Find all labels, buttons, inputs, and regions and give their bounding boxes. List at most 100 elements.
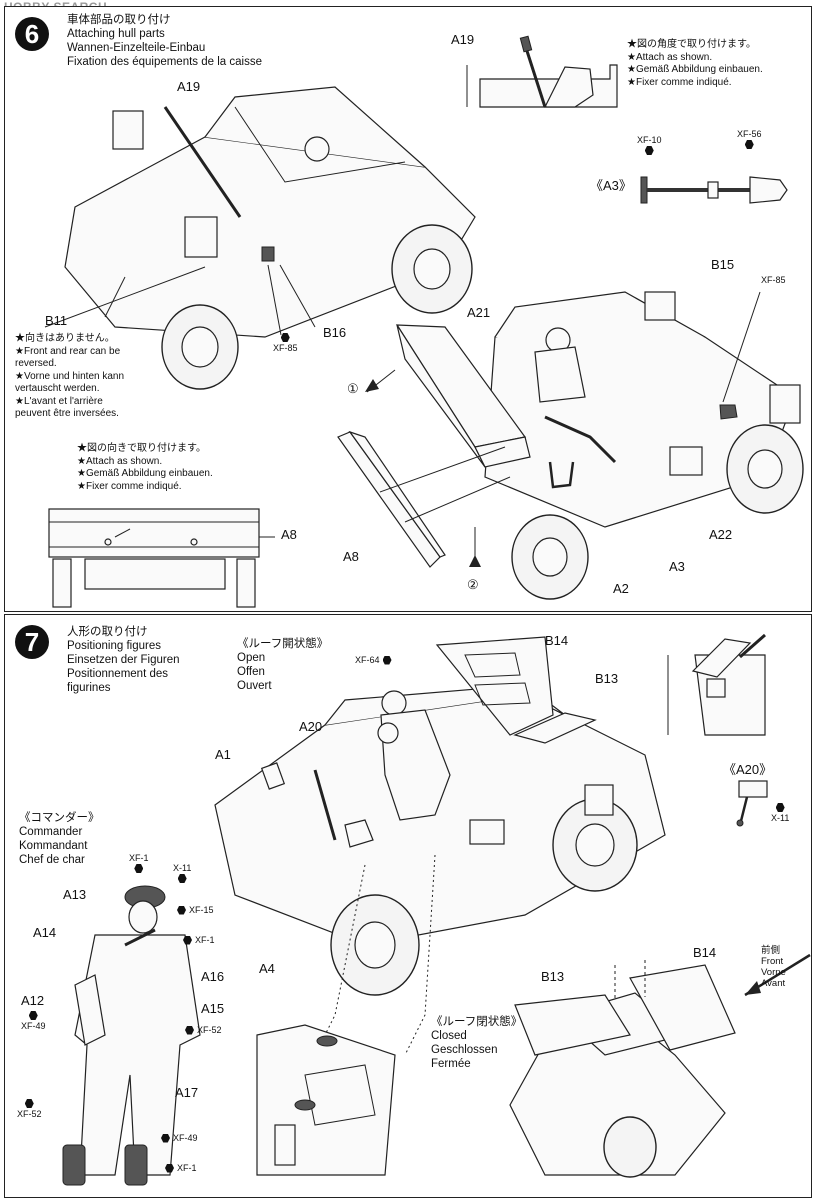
note-direction-fr: ★Fixer comme indiqué. <box>77 480 182 492</box>
subtitle-a20: 《A20》 <box>723 762 773 777</box>
paint-xf85-b15: XF-85 <box>761 275 786 285</box>
front-label-jp: 前側 <box>761 945 781 956</box>
step7-title-fr: Positionnement des <box>67 668 169 680</box>
commander-figure-drawing <box>62 885 201 1186</box>
paint-xf10-label: XF-10 <box>637 135 662 145</box>
paint-x11-a20: X-11 <box>771 803 789 823</box>
a3-bracket-drawing <box>548 461 575 489</box>
paint-xf52-label: XF-52 <box>197 1025 222 1035</box>
paint-hex-icon <box>280 333 290 342</box>
paint-xf85-b16: XF-85 <box>273 333 298 353</box>
note-angle-de: ★Gemäß Abbildung einbauen. <box>627 64 763 75</box>
label-a16: A16 <box>201 969 225 984</box>
label-a15: A15 <box>201 1001 225 1016</box>
a8-fender-drawing <box>337 430 511 568</box>
paint-hex-icon <box>165 1163 174 1173</box>
paint-hex-icon <box>744 140 754 149</box>
paint-xf52-boot: XF-52 <box>17 1099 42 1119</box>
step7-title: 人形の取り付け Positioning figures Einsetzen de… <box>67 625 180 695</box>
paint-x11-label: X-11 <box>173 863 192 873</box>
label-b16: B16 <box>323 325 347 340</box>
paint-xf56: XF-56 <box>737 129 762 149</box>
label-a4: A4 <box>259 961 275 976</box>
note-reverse-line: ★向きはありません。 <box>15 333 115 344</box>
label-a12: A12 <box>21 993 45 1008</box>
paint-hex-icon <box>24 1099 34 1108</box>
front-label-fr: Avant <box>761 978 786 989</box>
note-reverse-line: reversed. <box>15 358 57 369</box>
open-label-jp: 《ルーフ開状態》 <box>237 638 329 650</box>
interior-inset-drawing <box>256 1024 396 1176</box>
note-reverse-line: peuvent être inversées. <box>15 408 119 419</box>
commander-label-jp: 《コマンダー》 <box>19 812 100 824</box>
circle-2-marker: ② <box>467 577 479 592</box>
closed-roof-drawing <box>509 953 811 1178</box>
note-reverse-line: ★L'avant et l'arrière <box>15 395 103 407</box>
label-a8: A8 <box>281 527 297 542</box>
step6-illustration <box>44 35 804 608</box>
note-reverse: ★向きはありません。 ★Front and rear can be revers… <box>15 333 124 421</box>
open-label-fr: Ouvert <box>237 680 272 692</box>
paint-xf49-label: XF-49 <box>173 1133 198 1143</box>
paint-hex-icon <box>183 935 192 945</box>
paint-xf49-boot: XF-49 <box>161 1133 198 1143</box>
paint-xf1-label: XF-1 <box>177 1163 197 1173</box>
label-b11: B11 <box>45 313 68 328</box>
left-vehicle-drawing <box>44 86 476 390</box>
note-reverse-line: vertauscht werden. <box>15 383 100 394</box>
paint-xf49-a12: XF-49 <box>21 1011 46 1031</box>
step7-title-fr-2: figurines <box>67 682 111 694</box>
label-a13: A13 <box>63 887 87 902</box>
note-direction-jp: ★図の向きで取り付けます。 <box>77 443 206 454</box>
note-angle-jp: ★図の角度で取り付けます。 <box>627 39 756 50</box>
step6-title-de: Wannen-Einzelteile-Einbau <box>67 42 206 54</box>
open-label-de: Offen <box>237 666 265 678</box>
step6-title-en: Attaching hull parts <box>67 28 165 40</box>
label-a19: A19 <box>177 79 201 94</box>
note-direction: ★図の向きで取り付けます。 ★Attach as shown. ★Gemäß A… <box>77 443 213 493</box>
closed-label-jp: 《ルーフ閉状態》 <box>431 1016 523 1028</box>
paint-xf1-mic: XF-1 <box>183 935 215 945</box>
front-label-de: Vorne <box>761 967 786 978</box>
paint-xf15-label: XF-15 <box>189 905 214 915</box>
b14-open-drawing <box>435 636 597 744</box>
label-b13-closed: B13 <box>541 969 565 984</box>
label-a2: A2 <box>613 581 629 596</box>
front-label-en: Front <box>761 956 784 967</box>
step7-illustration <box>62 633 811 1186</box>
step6-panel: 6 車体部品の取り付け Attaching hull parts Wannen-… <box>4 6 812 612</box>
paint-xf1-boot: XF-1 <box>165 1163 197 1173</box>
paint-hex-icon <box>28 1011 38 1020</box>
paint-xf52-label: XF-52 <box>17 1109 42 1119</box>
right-vehicle-drawing <box>484 291 804 600</box>
label-b15: B15 <box>711 257 735 272</box>
paint-xf64-label: XF-64 <box>355 655 380 665</box>
label-b14-closed: B14 <box>693 945 717 960</box>
open-label-en: Open <box>237 652 266 664</box>
label-a3: A3 <box>669 559 685 574</box>
paint-hex-icon <box>134 864 144 873</box>
paint-hex-icon <box>775 803 785 812</box>
note-reverse-line: ★Vorne und hinten kann <box>15 370 125 382</box>
label-a14: A14 <box>33 925 57 940</box>
step7-panel: 7 人形の取り付け Positioning figures Einsetzen … <box>4 614 812 1198</box>
note-direction-en: ★Attach as shown. <box>77 455 163 467</box>
paint-xf10: XF-10 <box>637 135 662 155</box>
step7-title-de: Einsetzen der Figuren <box>67 654 180 666</box>
closed-label-fr: Fermée <box>431 1058 471 1070</box>
label-a20: A20 <box>299 719 323 734</box>
label-a17: A17 <box>175 1085 199 1100</box>
commander-label: 《コマンダー》 Commander Kommandant Chef de cha… <box>19 811 100 867</box>
paint-xf1-label: XF-1 <box>195 935 215 945</box>
a20-part-drawing <box>736 780 768 827</box>
note-angle: ★図の角度で取り付けます。 ★Attach as shown. ★Gemäß A… <box>627 39 763 89</box>
commander-label-en: Commander <box>19 826 83 838</box>
closed-label-de: Geschlossen <box>431 1044 498 1056</box>
paint-hex-icon <box>185 1025 194 1035</box>
paint-xf64: XF-64 <box>355 655 392 665</box>
paint-x11-head: X-11 <box>173 863 191 883</box>
step7-number: 7 <box>15 625 49 659</box>
paint-hex-icon <box>382 655 392 665</box>
paint-xf52-a15: XF-52 <box>185 1025 222 1035</box>
paint-hex-icon <box>177 905 186 915</box>
